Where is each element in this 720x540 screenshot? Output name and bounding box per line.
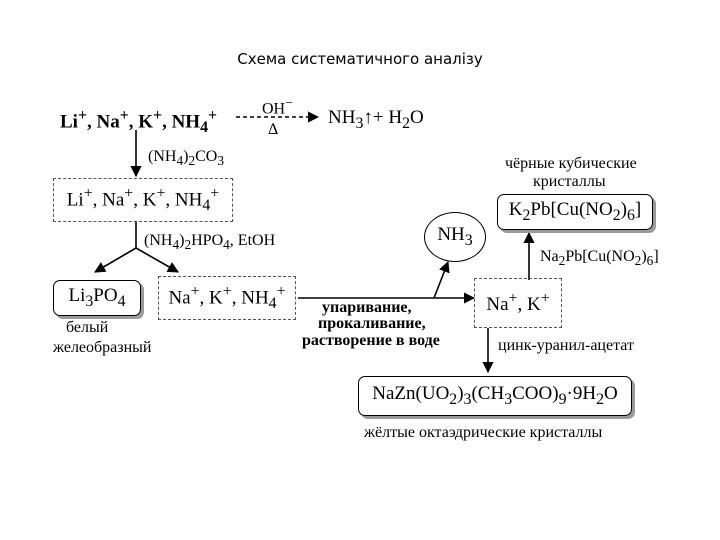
- reagent-ammonium-hydrophosphate: (NH4)2HPO4, EtOH: [144, 232, 276, 253]
- reagent-hydroxide: OH−: [262, 95, 293, 118]
- diagram-title: Схема систематичного аналізу: [237, 50, 483, 68]
- step-calcination: прокаливание,: [318, 315, 426, 332]
- box-na-product: NaZn(UO2)3(CH3COO)9·9H2O: [358, 376, 632, 416]
- initial-ions: Li+, Na+, K+, NH4+: [60, 107, 218, 137]
- circle-nh3: NH3: [424, 212, 486, 262]
- k-crystals-note-line2: кристаллы: [533, 173, 606, 190]
- box-li3po4: Li3PO4: [53, 280, 141, 316]
- circle-nh3-label: NH3: [437, 224, 473, 249]
- na-crystals-note: жёлтые октаэдрические кристаллы: [364, 424, 603, 441]
- li3po4-note-line1: белый: [66, 319, 109, 336]
- box-na-k-nh4-label: Na+, K+, NH4+: [168, 282, 286, 313]
- box-na-k-nh4: Na+, K+, NH4+: [158, 276, 296, 320]
- reagent-ammonium-carbonate: (NH4)2CO3: [148, 148, 225, 169]
- arrow-to-li3po4: [94, 247, 137, 273]
- products-nh3-h2o: NH3↑+ H2O: [328, 107, 424, 132]
- reagent-sodium-plumbate-cupronitrite: Na2Pb[Cu(NO2)6]: [540, 248, 659, 269]
- box-na-k-label: Na+, K+: [486, 289, 550, 316]
- box-na-product-label: NaZn(UO2)3(CH3COO)9·9H2O: [372, 383, 618, 408]
- arrow-nh3-release: [433, 260, 450, 299]
- box-k-product: K2Pb[Cu(NO2)6]: [497, 194, 653, 230]
- box-all-ions: Li+, Na+, K+, NH4+: [53, 178, 233, 222]
- heat-symbol: Δ: [268, 121, 279, 138]
- box-li3po4-label: Li3PO4: [68, 285, 126, 310]
- reagent-zinc-uranyl-acetate: цинк-уранил-ацетат: [498, 337, 634, 354]
- li3po4-note-line2: желеобразный: [53, 339, 152, 356]
- box-na-k: Na+, K+: [474, 278, 562, 328]
- k-crystals-note-line1: чёрные кубические: [505, 155, 637, 172]
- box-k-product-label: K2Pb[Cu(NO2)6]: [508, 199, 642, 224]
- arrow-to-na-k-nh4: [135, 247, 179, 273]
- step-dissolution: растворение в воде: [302, 332, 440, 349]
- box-all-ions-label: Li+, Na+, K+, NH4+: [66, 184, 220, 215]
- step-evaporation: упаривание,: [322, 299, 412, 316]
